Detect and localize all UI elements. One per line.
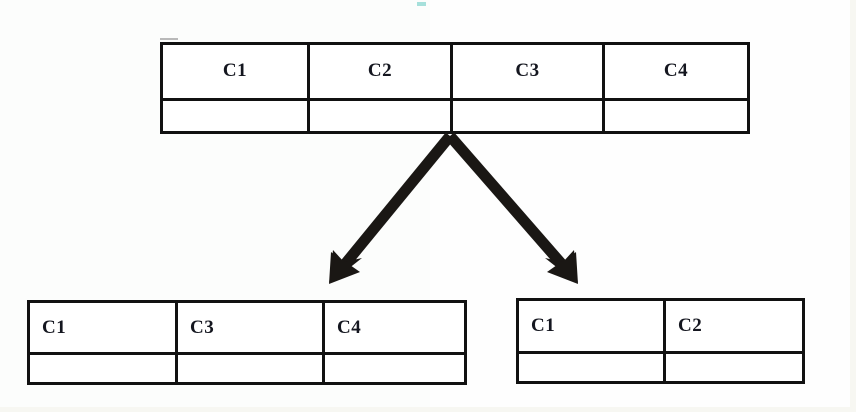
left-decomposed-table[interactable]: C1 C3 C4 (27, 300, 467, 385)
header-cell: C1 (163, 45, 310, 98)
column-label: C2 (678, 314, 703, 336)
arrowhead-barb2-icon (547, 265, 578, 284)
data-cell[interactable] (163, 100, 310, 131)
corner-tick-mark (160, 38, 178, 40)
table-header-row: C1 C3 C4 (30, 303, 464, 355)
column-label: C4 (663, 60, 689, 82)
data-cell[interactable] (519, 353, 666, 381)
data-cell[interactable] (453, 100, 605, 131)
data-cell[interactable] (325, 355, 464, 382)
arrowhead-icon (545, 250, 578, 284)
header-cell: C1 (30, 303, 178, 352)
scan-speck (417, 2, 426, 6)
paper-edge-right (850, 0, 856, 412)
arrow-shaft (445, 132, 571, 273)
header-cell: C3 (178, 303, 325, 352)
right-decomposed-table[interactable]: C1 C2 (516, 298, 805, 384)
data-cell[interactable] (30, 355, 178, 382)
paper-edge-bottom (0, 407, 856, 412)
column-label: C4 (337, 316, 362, 338)
table-data-row[interactable] (519, 353, 802, 382)
table-header-row: C1 C2 C3 C4 (163, 45, 747, 101)
header-cell: C4 (325, 303, 464, 352)
data-cell[interactable] (666, 354, 802, 382)
data-cell[interactable] (605, 101, 747, 132)
header-cell: C1 (519, 301, 666, 351)
column-label: C2 (367, 60, 393, 82)
column-label: C1 (42, 316, 67, 338)
arrowhead-barb-icon (571, 252, 578, 284)
header-cell: C2 (666, 301, 802, 351)
arrow-to-right-table (445, 132, 578, 284)
column-label: C1 (531, 314, 556, 336)
data-cell[interactable] (310, 100, 453, 131)
header-cell: C4 (605, 45, 747, 98)
table-data-row[interactable] (163, 100, 747, 132)
data-cell[interactable] (178, 355, 325, 382)
column-label: C3 (190, 316, 215, 338)
header-cell: C3 (453, 45, 605, 98)
table-data-row[interactable] (30, 355, 464, 382)
header-cell: C2 (310, 45, 453, 98)
table-header-row: C1 C2 (519, 301, 802, 354)
source-relation-table[interactable]: C1 C2 C3 C4 (160, 42, 750, 134)
column-label: C1 (222, 60, 248, 82)
column-label: C3 (515, 60, 540, 82)
